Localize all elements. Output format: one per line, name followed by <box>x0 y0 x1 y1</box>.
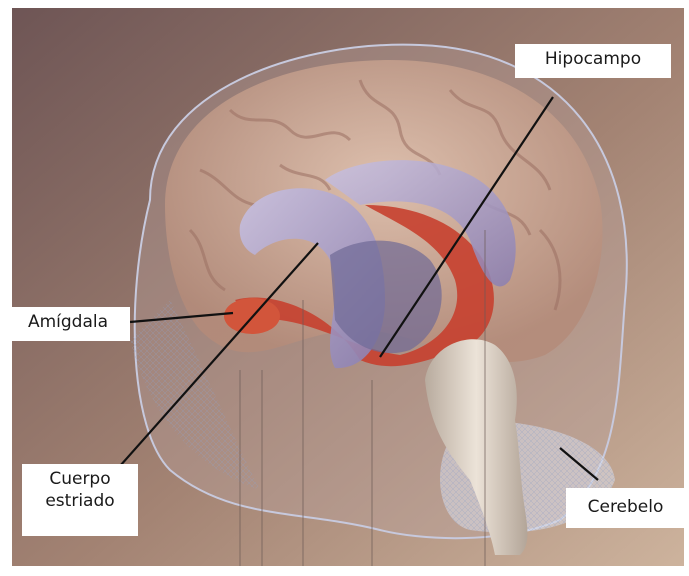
label-hipocampo: Hipocampo <box>515 44 671 78</box>
label-cuerpo-estriado: Cuerpo estriado <box>22 464 138 536</box>
label-cerebelo: Cerebelo <box>566 488 685 528</box>
label-amigdala: Amígdala <box>6 307 130 341</box>
label-cuerpo-line1: Cuerpo <box>30 468 130 490</box>
label-cuerpo-line2: estriado <box>30 490 130 512</box>
